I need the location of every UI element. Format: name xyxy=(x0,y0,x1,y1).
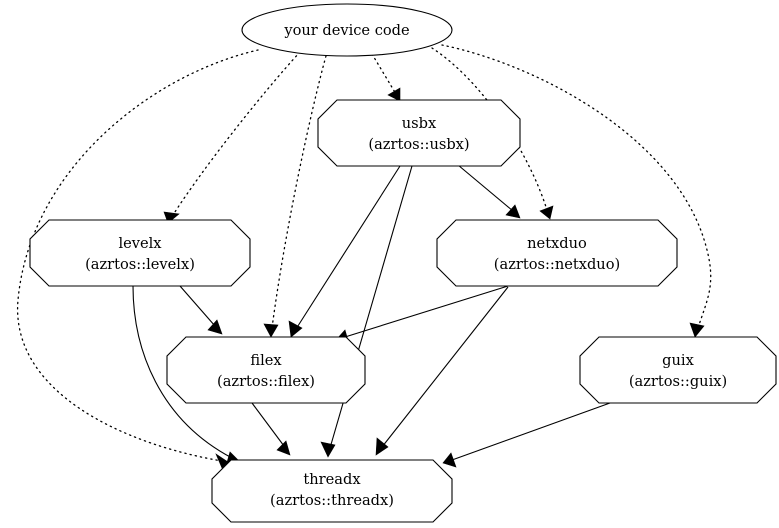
guix-label-line2: (azrtos::guix) xyxy=(629,373,727,390)
guix-label-line1: guix xyxy=(662,352,694,369)
threadx-label-line2: (azrtos::threadx) xyxy=(270,492,394,509)
levelx-label-line1: levelx xyxy=(118,235,162,252)
edge-netxduo-to-filex xyxy=(335,285,509,345)
usbx-label-line1: usbx xyxy=(402,115,437,132)
filex-label-line1: filex xyxy=(250,352,282,369)
node-filex[interactable]: filex (azrtos::filex) xyxy=(166,336,366,404)
node-levelx[interactable]: levelx (azrtos::levelx) xyxy=(29,219,251,287)
edge-device-to-usbx xyxy=(371,53,401,102)
edge-device-to-levelx xyxy=(163,51,301,224)
edge-guix-to-threadx xyxy=(442,402,611,468)
node-netxduo[interactable]: netxduo (azrtos::netxduo) xyxy=(436,219,678,287)
threadx-octagon[interactable] xyxy=(211,459,453,523)
usbx-label-line2: (azrtos::usbx) xyxy=(368,136,469,153)
filex-label-line2: (azrtos::filex) xyxy=(217,373,315,390)
netxduo-label-line2: (azrtos::netxduo) xyxy=(494,256,620,273)
usbx-octagon[interactable] xyxy=(317,99,521,167)
node-usbx[interactable]: usbx (azrtos::usbx) xyxy=(317,99,521,167)
edge-device-to-netxduo xyxy=(431,47,554,220)
netxduo-label-line1: netxduo xyxy=(527,235,587,252)
node-threadx[interactable]: threadx (azrtos::threadx) xyxy=(211,459,453,523)
device-ellipse[interactable] xyxy=(241,3,453,57)
edge-device-to-threadx xyxy=(17,49,259,469)
node-device[interactable]: your device code xyxy=(241,3,453,57)
edge-filex-to-threadx xyxy=(251,402,291,456)
edge-levelx-to-filex xyxy=(179,285,223,335)
guix-octagon[interactable] xyxy=(579,336,777,404)
device-label: your device code xyxy=(283,22,409,39)
netxduo-octagon[interactable] xyxy=(436,219,678,287)
threadx-label-line1: threadx xyxy=(303,471,361,488)
edge-usbx-to-netxduo xyxy=(457,164,521,219)
node-layer: your device code usbx (azrtos::usbx) lev… xyxy=(29,3,777,523)
node-guix[interactable]: guix (azrtos::guix) xyxy=(579,336,777,404)
levelx-label-line2: (azrtos::levelx) xyxy=(85,256,195,273)
edge-device-to-guix xyxy=(441,44,712,338)
edge-netxduo-to-threadx xyxy=(375,286,509,456)
edge-usbx-to-filex xyxy=(288,165,401,338)
edge-usbx-to-threadx xyxy=(320,165,413,458)
edge-device-to-filex xyxy=(263,55,327,338)
filex-octagon[interactable] xyxy=(166,336,366,404)
levelx-octagon[interactable] xyxy=(29,219,251,287)
